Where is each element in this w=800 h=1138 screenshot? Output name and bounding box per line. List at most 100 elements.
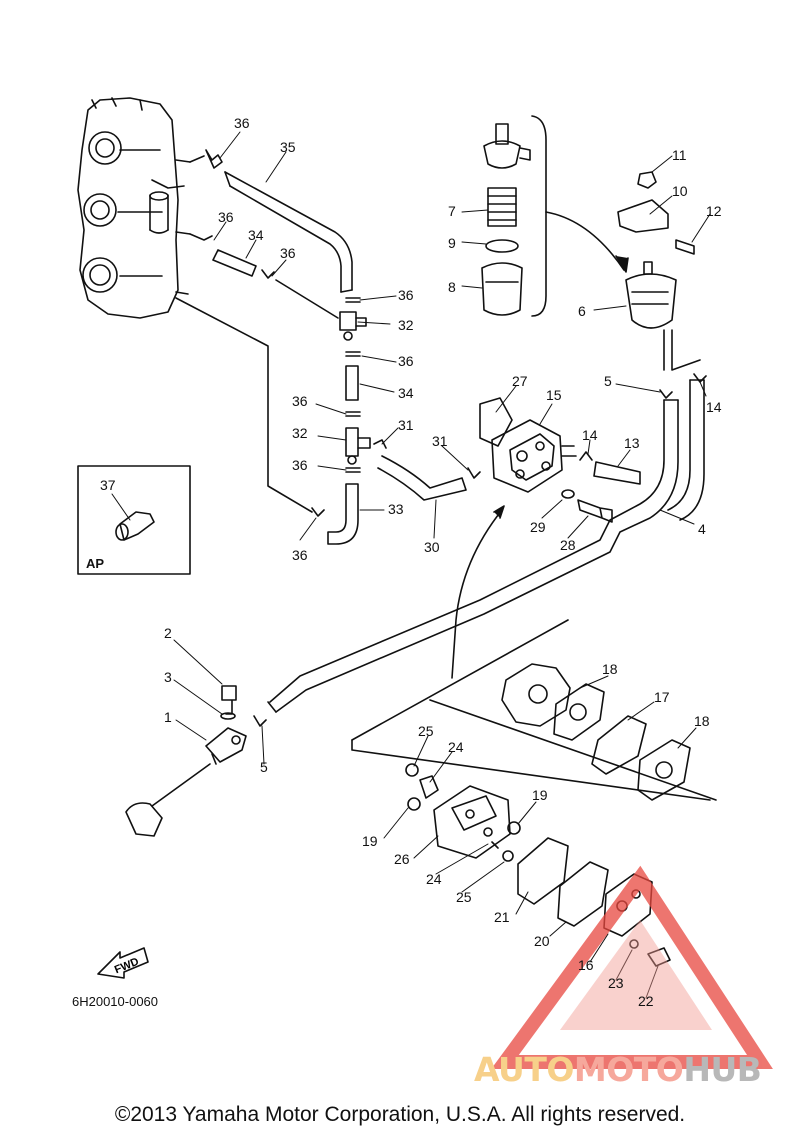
bolt-12: [675, 239, 695, 255]
screw-2: [221, 685, 237, 715]
callout: 6: [578, 303, 586, 319]
callout: 25: [456, 889, 472, 905]
hose-4: [269, 379, 705, 713]
callout: 24: [448, 739, 464, 755]
bracket-10: [617, 199, 669, 233]
callout: 25: [418, 723, 434, 739]
callout: 37: [100, 477, 116, 493]
callout: 11: [672, 147, 687, 163]
nut-19: [507, 821, 521, 835]
fitting-37: [115, 511, 155, 541]
washer-29: [561, 489, 575, 499]
nut-11: [637, 171, 657, 189]
pump-body-26: [433, 785, 511, 859]
gasket-18-upper: [553, 683, 605, 741]
callout: 14: [706, 399, 722, 415]
joint-32-upper: [339, 311, 367, 341]
check-valve-24: [419, 775, 439, 799]
callout: 33: [388, 501, 404, 517]
fwd-arrow: [97, 947, 149, 979]
pump-cover: [501, 663, 571, 727]
pump-group-arrow: [451, 509, 503, 679]
hose-clamp-36: [345, 297, 361, 303]
callout: 29: [530, 519, 546, 535]
hose-34-upper: [212, 249, 257, 277]
diaphragm-17: [591, 715, 647, 775]
screw-25: [502, 850, 514, 862]
callout: 1: [164, 709, 172, 725]
screw-22: [647, 947, 671, 967]
washer-23: [629, 939, 639, 949]
callout: 17: [654, 689, 670, 705]
callout: 5: [260, 759, 268, 775]
callout: 18: [602, 661, 618, 677]
hose-33: [327, 483, 359, 545]
filter-group-arrow: [545, 211, 625, 271]
callout: 8: [448, 279, 456, 295]
gasket-27: [479, 397, 513, 447]
screw-25: [405, 763, 419, 777]
callout-labels: 36 35 36 34 36 36 32 36 34 36 31 32 36 3…: [100, 115, 722, 1009]
callout: 21: [494, 909, 510, 925]
callout: 31: [398, 417, 414, 433]
washer-3: [220, 712, 236, 720]
fuel-filter-6: [625, 261, 701, 371]
joint-32-lower: [345, 427, 371, 465]
diagram-number: 6H20010-0060: [72, 994, 159, 1009]
callout: 34: [398, 385, 414, 401]
filter-group-bracket: [531, 115, 547, 317]
filter-cap: [483, 123, 531, 169]
hose-34-lower: [345, 365, 359, 401]
callout: 18: [694, 713, 710, 729]
hose-clamp-31: [467, 467, 481, 479]
hose-13: [593, 461, 641, 485]
hose-clamp-36: [311, 507, 325, 517]
callout: 3: [164, 669, 172, 685]
callout: 32: [292, 425, 308, 441]
fuel-joint-1: [205, 727, 247, 765]
watermark-part-1: AUTO: [474, 1050, 574, 1089]
callout: 15: [546, 387, 562, 403]
callout: 23: [608, 975, 624, 991]
ap-box: [77, 465, 191, 575]
callout: 36: [398, 287, 414, 303]
callout: 27: [512, 373, 528, 389]
callout: 5: [604, 373, 612, 389]
diaphragm-20: [557, 861, 609, 927]
fuel-connector: [125, 802, 163, 837]
callout: 19: [532, 787, 548, 803]
filter-cup-8: [481, 262, 523, 316]
watermark-part-3: HUB: [683, 1050, 762, 1089]
hose-clamp-36: [345, 411, 361, 417]
callout: 22: [638, 993, 654, 1009]
callout: 30: [424, 539, 440, 555]
filter-element-7: [487, 187, 517, 227]
callout: 12: [706, 203, 722, 219]
hose-clamp-5: [253, 715, 267, 727]
callout: 36: [292, 393, 308, 409]
callout: 2: [164, 625, 172, 641]
carburetor-assembly: [77, 97, 191, 319]
watermark-logo: AUTOMOTOHUB: [474, 1050, 762, 1089]
callout: 14: [582, 427, 598, 443]
fwd-label: FWD: [113, 956, 141, 977]
callout: 28: [560, 537, 576, 553]
o-ring-9: [485, 239, 519, 253]
callout: 36: [234, 115, 250, 131]
callout: 24: [426, 871, 442, 887]
hose-clamp-31: [373, 439, 387, 449]
hose-clamp-36: [205, 149, 223, 169]
watermark-triangle: [491, 865, 773, 1069]
callout: 36: [280, 245, 296, 261]
nut-19: [407, 797, 421, 811]
callout: 7: [448, 203, 456, 219]
copyright-notice: ©2013 Yamaha Motor Corporation, U.S.A. A…: [114, 1103, 686, 1126]
fuel-pump-15: [491, 419, 577, 493]
hose-clamp-36: [345, 467, 361, 473]
hose-35: [224, 171, 353, 293]
callout: 35: [280, 139, 296, 155]
hose-clamp-36: [261, 269, 275, 279]
watermark-part-2: MOTO: [573, 1050, 684, 1089]
hose-30: [377, 455, 467, 501]
